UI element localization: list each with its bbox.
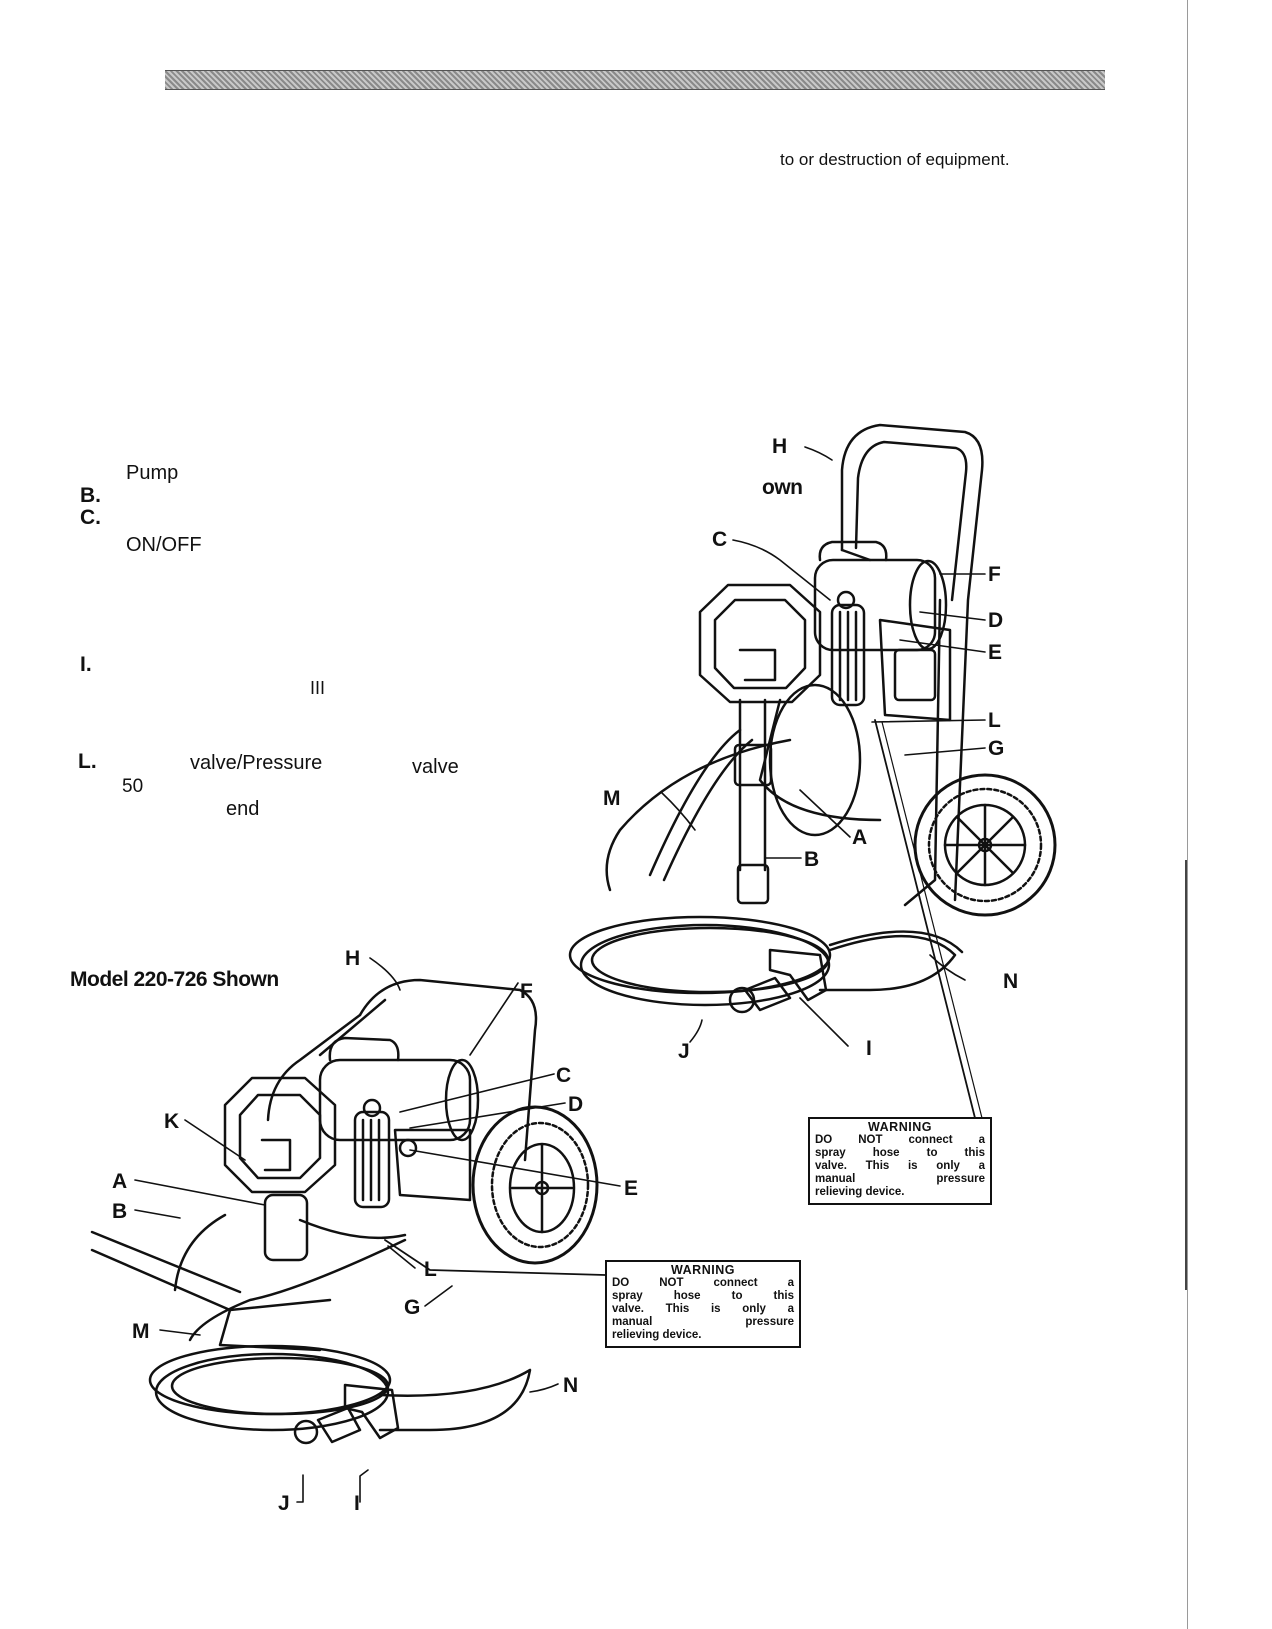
label-b-top: B (804, 848, 819, 871)
top-sprayer-illustration (568, 423, 1057, 1119)
parts-c-letter: C. (80, 506, 101, 529)
label-f-top: F (988, 563, 1001, 586)
margin-rule (1187, 0, 1188, 1629)
parts-end: end (226, 798, 260, 820)
parts-i-letter: I. (80, 653, 92, 676)
label-l-bottom: L (424, 1258, 437, 1281)
label-d-bottom: D (568, 1093, 583, 1116)
warning-line: spray hose to this (612, 1290, 794, 1302)
parts-l-valve: valve (412, 756, 459, 778)
label-a-top: A (852, 826, 867, 849)
parts-iii: III (310, 678, 326, 698)
margin-rule-lower (1185, 860, 1187, 1290)
label-j-top: J (678, 1040, 690, 1063)
label-e-top: E (988, 641, 1002, 664)
warning-line: manual pressure (612, 1316, 794, 1328)
warning-line: spray hose to this (815, 1147, 985, 1159)
bottom-caption: Model 220-726 Shown (70, 968, 279, 991)
label-k-bottom: K (164, 1110, 179, 1133)
label-i-bottom: I (354, 1492, 360, 1515)
intro-text: to or destruction of equipment. (780, 150, 1010, 169)
label-e-bottom: E (624, 1177, 638, 1200)
warning-line: DO NOT connect a (612, 1277, 794, 1289)
warning-box-bottom: WARNING DO NOT connect a spray hose to t… (605, 1260, 801, 1348)
callout-labels: H C F D E L G A B M N I J H F C D E K A … (112, 435, 1018, 1515)
parts-b-letter: B. (80, 484, 101, 507)
warning-line: relieving device. (815, 1186, 905, 1198)
label-b-bottom: B (112, 1200, 127, 1223)
label-g-top: G (988, 737, 1004, 760)
label-i-top: I (866, 1037, 872, 1060)
label-n-bottom: N (563, 1374, 578, 1397)
parts-fifty: 50 (122, 776, 144, 797)
warning-box-top: WARNING DO NOT connect a spray hose to t… (808, 1117, 992, 1205)
leader-lines (134, 446, 986, 1503)
top-caption-fragment: own (762, 476, 803, 499)
label-h-bottom: H (345, 947, 360, 970)
warning-line: manual pressure (815, 1173, 985, 1185)
warning-title: WARNING (868, 1120, 932, 1134)
label-a-bottom: A (112, 1170, 127, 1193)
bottom-sprayer-illustration (90, 978, 606, 1445)
label-c-bottom: C (556, 1064, 571, 1087)
parts-on-off: ON/OFF (126, 534, 202, 556)
label-f-bottom: F (520, 980, 533, 1003)
warning-line: valve. This is only a (612, 1303, 794, 1315)
label-m-bottom: M (132, 1320, 150, 1343)
label-n-top: N (1003, 970, 1018, 993)
label-l-top: L (988, 709, 1001, 732)
warning-title: WARNING (671, 1263, 735, 1277)
warning-line: relieving device. (612, 1329, 702, 1341)
warning-line: DO NOT connect a (815, 1134, 985, 1146)
label-c-top: C (712, 528, 727, 551)
label-d-top: D (988, 609, 1003, 632)
warning-line: valve. This is only a (815, 1160, 985, 1172)
parts-l-valve-pressure: valve/Pressure (190, 752, 323, 774)
label-j-bottom: J (278, 1492, 290, 1515)
parts-pump: Pump (126, 462, 179, 484)
parts-l-letter: L. (78, 750, 97, 773)
header-bar (165, 70, 1105, 90)
label-h-top: H (772, 435, 787, 458)
label-m-top: M (603, 787, 621, 810)
label-g-bottom: G (404, 1296, 420, 1319)
